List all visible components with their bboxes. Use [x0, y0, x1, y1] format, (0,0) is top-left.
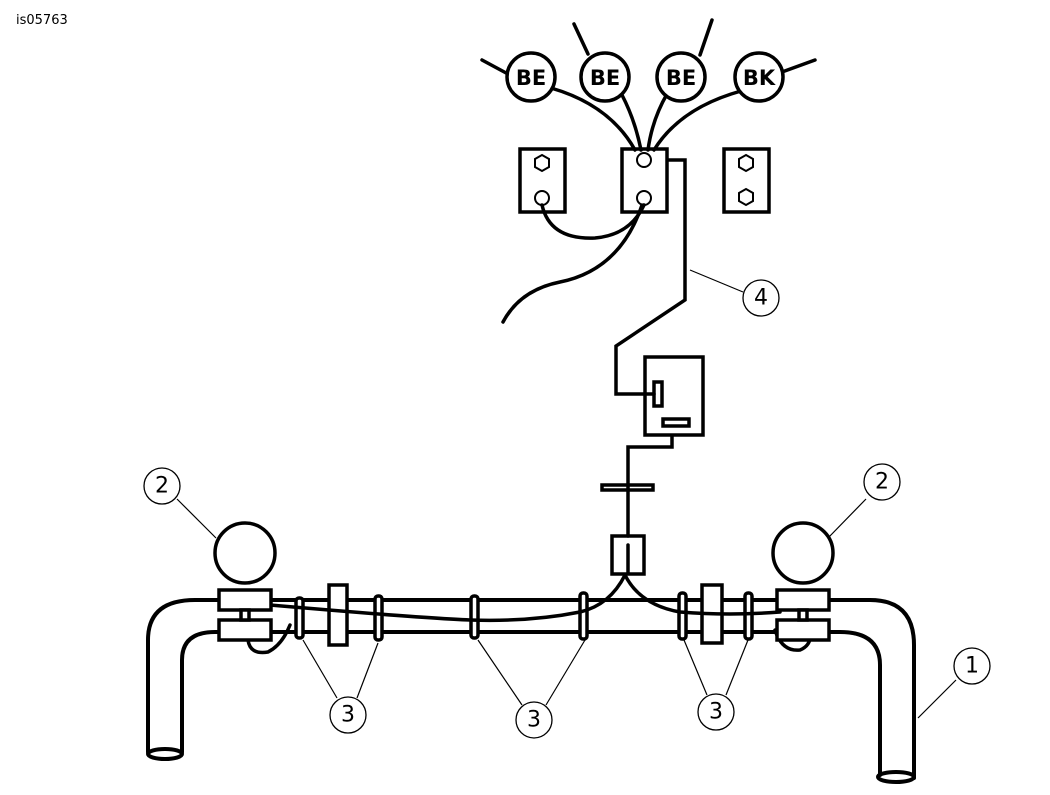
callout-number: 2: [875, 470, 889, 495]
right-light: [771, 521, 835, 642]
wire-color-code: BE: [666, 66, 696, 90]
callout-4: 4: [742, 279, 780, 317]
wire-color-label-3: BE: [655, 51, 707, 103]
figure-id: is05763: [16, 13, 68, 28]
center-connector: [600, 426, 674, 576]
callout-3-left: 3: [329, 696, 367, 734]
wire-color-label-4: BK: [733, 51, 785, 103]
left-clamp-block: [327, 583, 349, 647]
callout-number: 2: [155, 474, 169, 499]
callout-number: 3: [709, 700, 723, 725]
cable-ties: [294, 591, 754, 642]
callout-2-right: 2: [863, 463, 901, 501]
wire-color-label-2: BE: [579, 51, 631, 103]
switch-module: [614, 158, 705, 437]
callout-number: 3: [341, 703, 355, 728]
wire-color-code: BK: [743, 66, 776, 90]
left-light: [213, 521, 277, 642]
terminal-block: [518, 147, 771, 214]
callout-2-left: 2: [143, 467, 181, 505]
wire-color-code: BE: [516, 66, 546, 90]
callout-number: 1: [965, 654, 979, 679]
callout-3-center: 3: [515, 701, 553, 739]
callout-3-right: 3: [697, 693, 735, 731]
callout-number: 4: [754, 286, 768, 311]
handlebar: [146, 598, 916, 784]
wire-color-code: BE: [590, 66, 620, 90]
callout-number: 3: [527, 708, 541, 733]
wire-color-label-1: BE: [505, 51, 557, 103]
harness-wire: [614, 158, 687, 396]
leader-lines: [176, 269, 957, 719]
callout-1: 1: [953, 647, 991, 685]
